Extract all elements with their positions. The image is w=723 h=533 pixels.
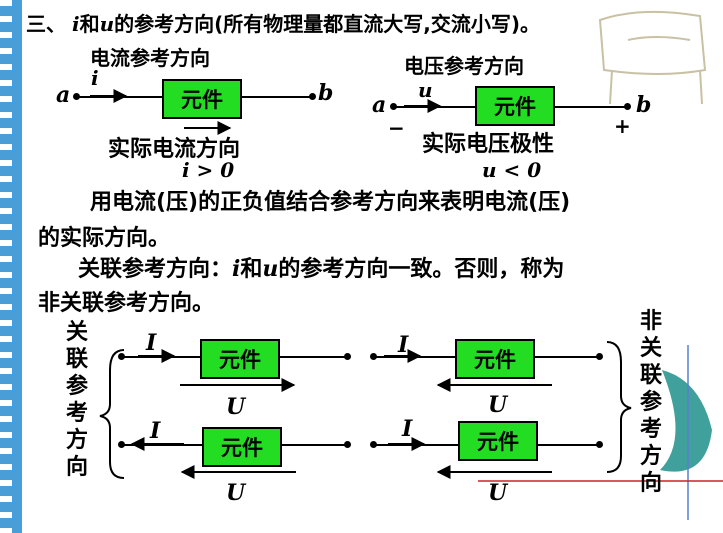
associated-direction-label: 关联参考方向 [65, 320, 88, 480]
current-reference-label: 电流参考方向 [90, 46, 210, 70]
page-title: 三、i和u的参考方向(所有物理量都直流大写,交流小写)。 [26, 12, 541, 36]
voltage-reference-label: 电压参考方向 [404, 54, 524, 78]
minus-sign: − [388, 116, 405, 140]
circuit2-voltage: U [226, 480, 246, 506]
terminal-dot [624, 103, 631, 110]
current-condition: i > 0 [182, 158, 235, 182]
element-box: 元件 [162, 79, 242, 119]
terminal-dot [596, 353, 603, 360]
voltage-symbol: u [418, 78, 433, 102]
wire [278, 356, 346, 358]
element-box: 元件 [475, 86, 555, 126]
terminal-dot [596, 441, 603, 448]
circuit1-current: I [146, 330, 157, 356]
decorative-strip [0, 0, 22, 533]
paragraph2-line1: 关联参考方向：i和u的参考方向一致。否则，称为 [78, 256, 565, 282]
plus-sign: + [614, 114, 631, 138]
actual-current-label: 实际电流方向 [108, 137, 241, 162]
voltage-condition: u < 0 [482, 158, 542, 182]
wire [553, 106, 627, 108]
nonassociated-direction-label: 非关联参考方向 [639, 309, 662, 496]
circuit3-current: I [398, 332, 409, 358]
left-brace [99, 349, 125, 479]
terminal-dot [344, 441, 351, 448]
element-box: 元件 [458, 421, 538, 461]
terminal-dot [309, 93, 316, 100]
wire [533, 356, 598, 358]
node-b-left: b [318, 80, 334, 106]
node-b-right: b [636, 92, 652, 118]
teal-deco-icon [478, 345, 723, 520]
paragraph2-line2: 非关联参考方向。 [38, 291, 215, 316]
node-a-left: a [56, 82, 71, 108]
right-brace [606, 341, 632, 473]
circuit4-voltage: U [488, 480, 508, 506]
element-box: 元件 [200, 339, 280, 379]
circuit2-current: I [150, 418, 161, 444]
wire [280, 444, 346, 446]
current-symbol: i [91, 66, 99, 90]
chair-sketch-icon [598, 10, 707, 105]
element-box: 元件 [455, 339, 535, 379]
paragraph1-line1: 用电流(压)的正负值结合参考方向来表明电流(压) [90, 190, 571, 215]
node-a-right: a [372, 92, 387, 118]
circuit3-voltage: U [488, 392, 508, 418]
terminal-dot [344, 353, 351, 360]
circuit4-current: I [402, 416, 413, 442]
element-box: 元件 [202, 427, 282, 467]
paragraph1-line2: 的实际方向。 [38, 226, 171, 251]
wire [240, 96, 312, 98]
actual-voltage-label: 实际电压极性 [422, 132, 555, 157]
wire [536, 444, 598, 446]
circuit1-voltage: U [226, 394, 246, 420]
